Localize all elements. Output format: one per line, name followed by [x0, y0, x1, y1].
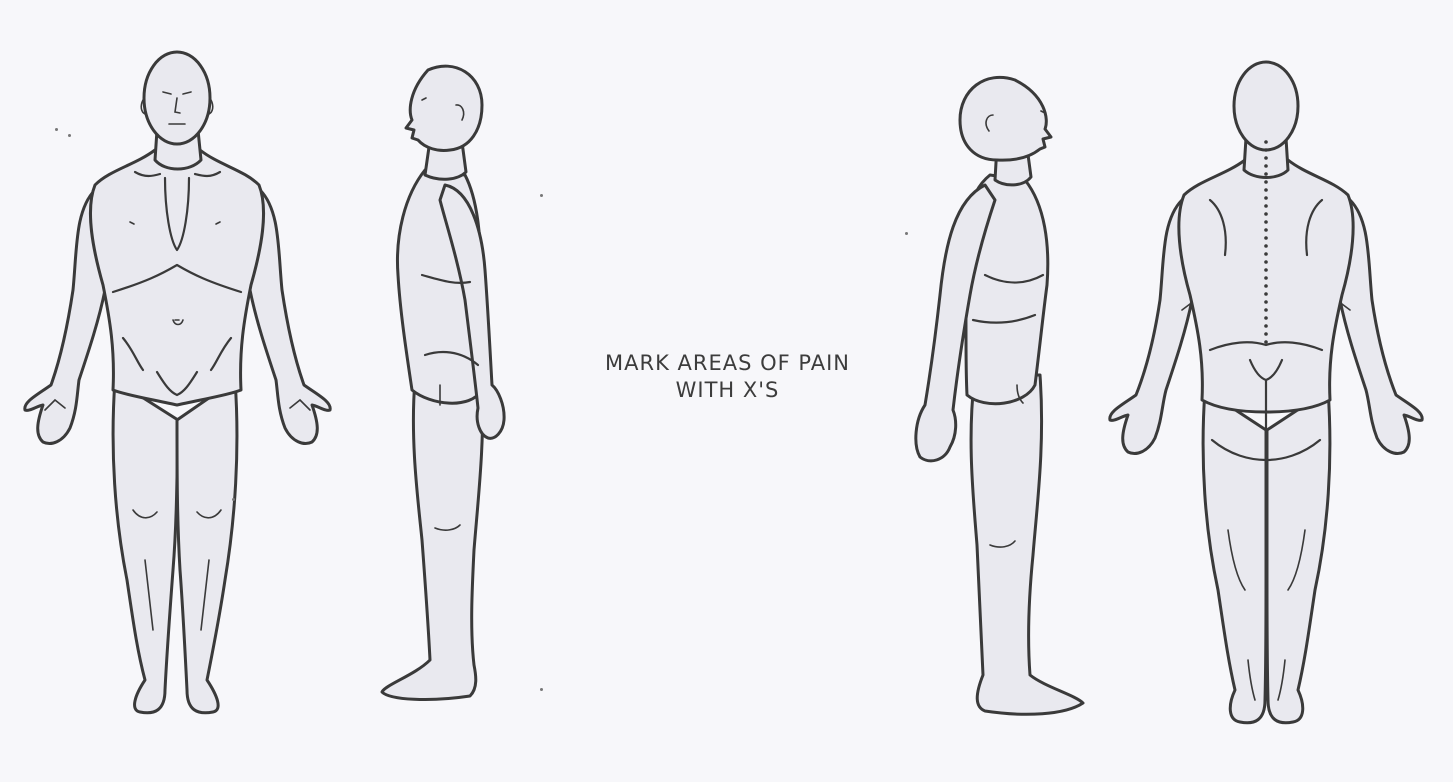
- spine-dot: [1264, 316, 1268, 320]
- side-left-head: [406, 66, 482, 150]
- scan-speck: [905, 232, 908, 235]
- right-side-body-drawing: [370, 60, 550, 710]
- spine-dot: [1264, 228, 1268, 232]
- instructions-line-1: MARK AREAS OF PAIN: [555, 350, 900, 377]
- spine-dot: [1264, 260, 1268, 264]
- front-body-drawing: [15, 50, 340, 720]
- front-torso: [90, 150, 263, 405]
- right-side-body-figure[interactable]: [370, 60, 550, 710]
- back-body-drawing: [1100, 60, 1430, 730]
- side-left-leg: [382, 380, 483, 699]
- spine-dot: [1264, 332, 1268, 336]
- side-right-head: [960, 77, 1051, 160]
- left-side-body-drawing: [905, 75, 1100, 725]
- spine-dot: [1264, 140, 1268, 144]
- spine-dot: [1264, 220, 1268, 224]
- spine-dot: [1264, 172, 1268, 176]
- back-body-figure[interactable]: [1100, 60, 1430, 730]
- left-side-body-figure[interactable]: [905, 75, 1100, 725]
- instructions-line-2: WITH X'S: [555, 377, 900, 404]
- spine-dot: [1264, 268, 1268, 272]
- spine-dot: [1264, 284, 1268, 288]
- spine-dot: [1264, 252, 1268, 256]
- spine-dot: [1264, 244, 1268, 248]
- scan-speck: [55, 128, 58, 131]
- spine-dot: [1264, 156, 1268, 160]
- front-left-leg: [113, 380, 178, 713]
- spine-dot: [1264, 308, 1268, 312]
- spine-dot: [1264, 164, 1268, 168]
- spine-dot: [1264, 236, 1268, 240]
- front-right-leg: [177, 380, 237, 713]
- scan-speck: [540, 194, 543, 197]
- scan-speck: [540, 688, 543, 691]
- spine-dot: [1264, 148, 1268, 152]
- spine-dot: [1264, 300, 1268, 304]
- spine-dot: [1264, 196, 1268, 200]
- scan-speck: [232, 498, 235, 501]
- instructions-text: MARK AREAS OF PAIN WITH X'S: [555, 350, 900, 404]
- spine-dot: [1264, 276, 1268, 280]
- scan-speck: [68, 134, 71, 137]
- spine-dot: [1264, 292, 1268, 296]
- back-head: [1234, 62, 1298, 150]
- spine-dot: [1264, 212, 1268, 216]
- spine-dot: [1264, 204, 1268, 208]
- spine-dot: [1264, 180, 1268, 184]
- spine-dot: [1264, 324, 1268, 328]
- spine-dot: [1264, 340, 1268, 344]
- side-right-leg: [971, 375, 1083, 714]
- spine-dot: [1264, 188, 1268, 192]
- front-body-figure[interactable]: [15, 50, 340, 720]
